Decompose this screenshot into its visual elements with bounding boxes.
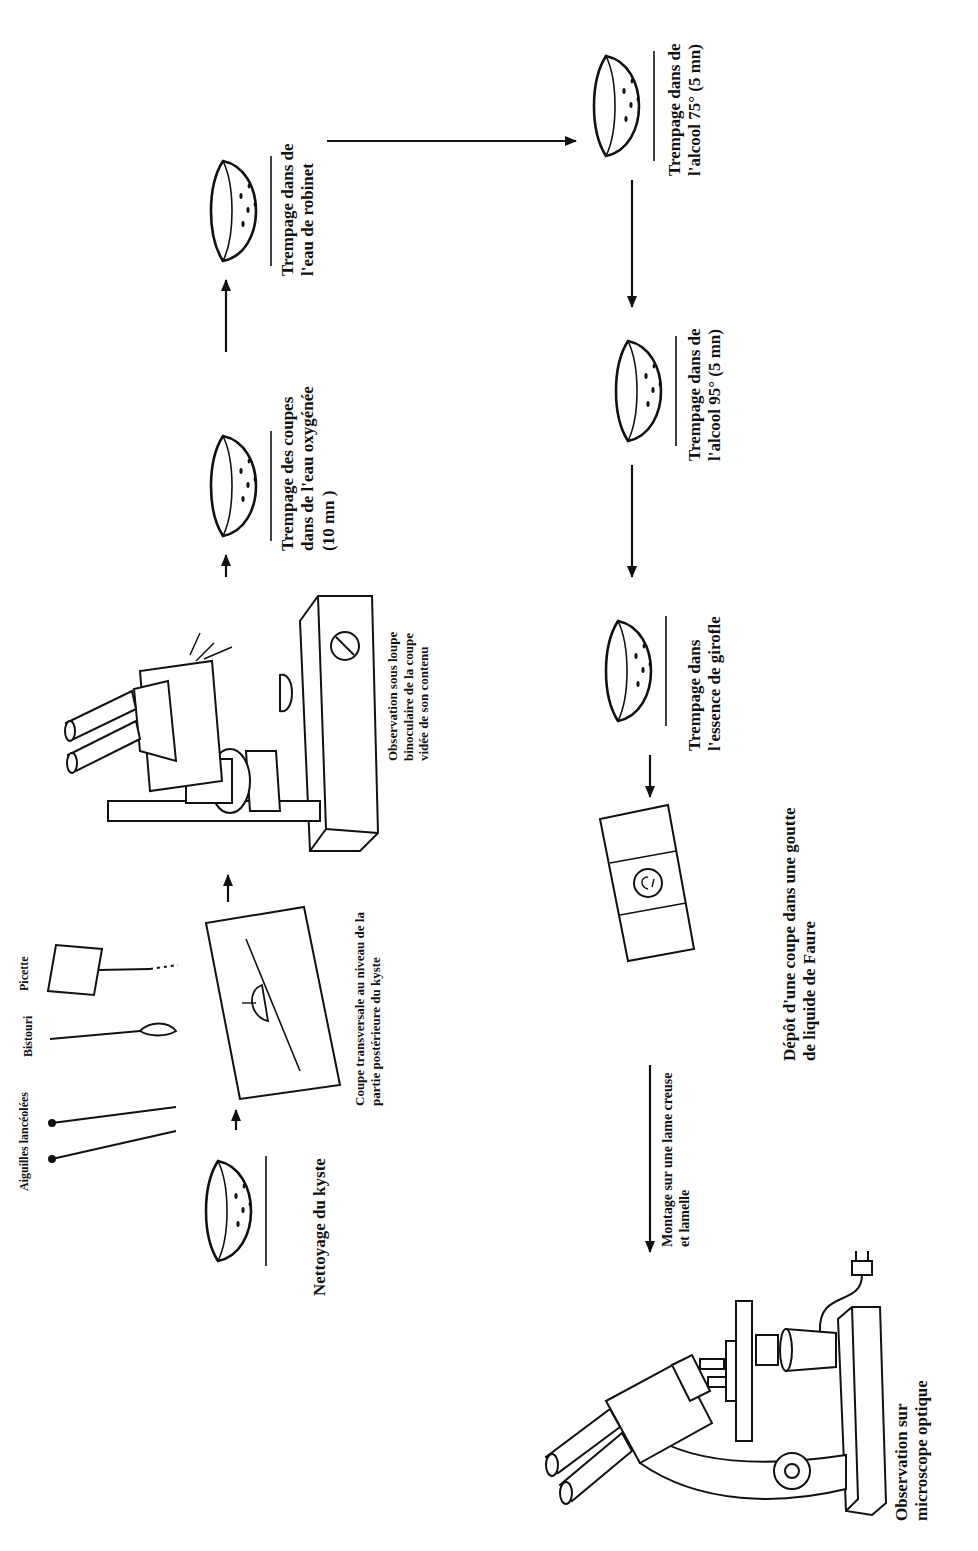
process-step: Trempage des coupes dans de l'eau oxygén… [200,356,343,551]
tool-label: Picette [18,956,32,991]
step-label: Trempage dans l'essence de girofle [685,591,726,751]
arrow-label: Montage sur une lame creuse et lamelle [660,1070,694,1247]
process-step: Nettoyage du kyste [190,1134,334,1296]
flow-arrow [649,1065,651,1252]
binocular-magnifier [65,596,378,851]
process-step: Trempage dans de l'alcool 95° (5 mn) [600,311,730,461]
step-label: Trempage dans de l'eau de robinet [278,111,319,276]
flow-arrow [631,180,633,307]
tool-label: Bistouri [22,1016,36,1057]
process-step: Coupe transversale au niveau de la parti… [190,906,387,1106]
process-step: Trempage dans l'essence de girofle [590,581,730,751]
step-label: Observation sur microscope optique [892,1351,933,1521]
cut-slide [206,907,340,1099]
flow-arrow [649,755,651,797]
step-label: Dépôt d'une coupe dans une goutte de liq… [780,806,821,1061]
flow-arrow [327,140,576,142]
step-label: Coupe transversale au niveau de la parti… [352,911,383,1106]
process-step: Trempage dans de l'alcool 75° (5 mn) [580,26,710,176]
flow-arrow [225,280,227,352]
process-step: Dépôt d'une coupe dans une goutte de liq… [580,801,825,1061]
process-step: Observation sous loupe binoculaire de la… [55,581,436,871]
step-label: Trempage des coupes dans de l'eau oxygén… [278,361,339,551]
tool-label: Aiguilles lancéolées [18,1092,32,1191]
flow-arrow [227,875,229,902]
dishes [206,51,676,1266]
optical-microscope [546,1251,886,1515]
step-label: Trempage dans de l'alcool 95° (5 mn) [685,321,726,461]
flow-arrow [225,555,227,577]
step-label: Observation sous loupe binoculaire de la… [385,621,432,761]
process-step: Observation sur microscope optique [530,1256,937,1541]
mounting-slide [600,805,694,961]
step-label: Trempage dans de l'alcool 75° (5 mn) [665,36,706,176]
dissection-tools [48,945,178,1162]
process-step: Trempage dans de l'eau de robinet [200,106,323,276]
step-label: Nettoyage du kyste [310,1136,330,1296]
flow-arrow [631,465,633,577]
flow-arrow [235,1110,237,1130]
